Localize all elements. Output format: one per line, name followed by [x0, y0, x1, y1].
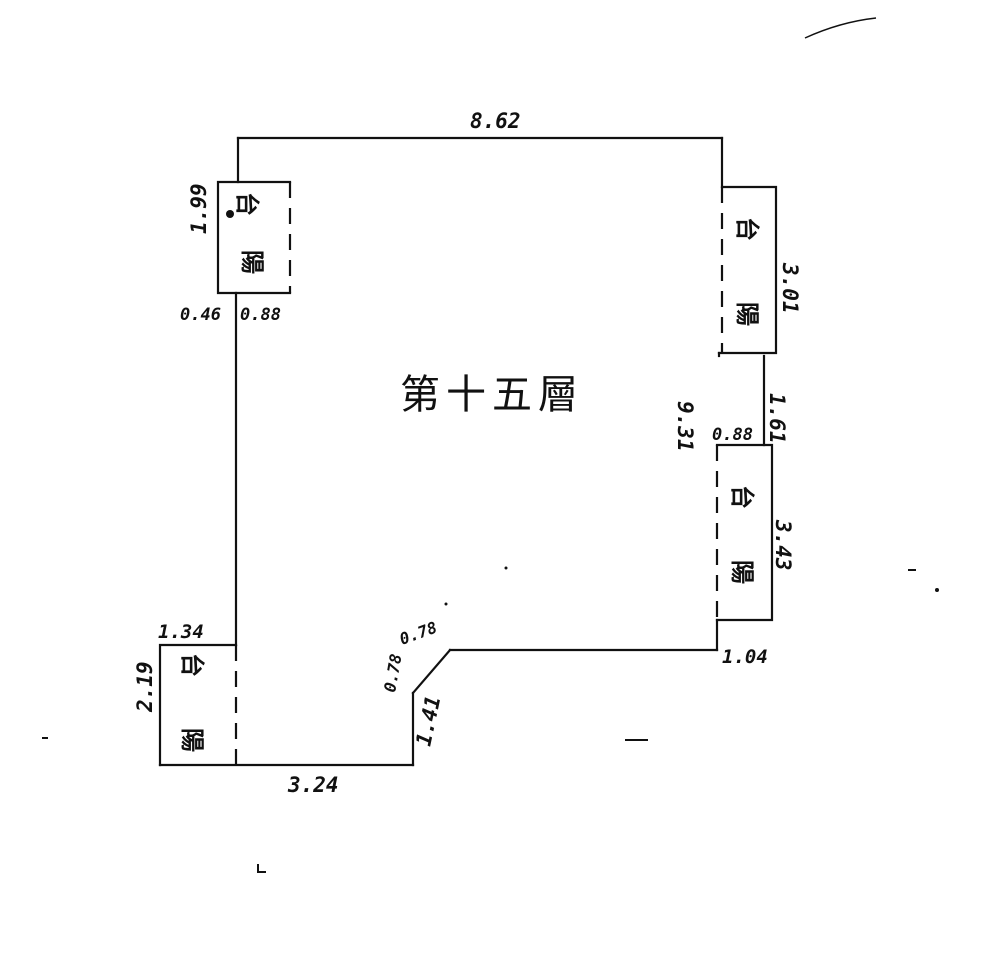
balcony-right-top: 台 陽: [717, 185, 778, 355]
dim-right-offset: 0.88: [712, 425, 753, 445]
dim-left-balcony-b: 0.88: [240, 305, 281, 325]
balcony-label-top: 台: [233, 192, 262, 216]
scan-marks: [42, 17, 939, 873]
balcony-label-bottom: 陽: [733, 302, 762, 326]
balcony-bottom-left: 台 陽: [158, 643, 238, 767]
dim-right-bottom-balcony: 3.43: [771, 519, 795, 571]
dim-bottom-left-top: 1.34: [158, 621, 204, 643]
balcony-label-bottom: 陽: [728, 560, 757, 584]
dim-right-top-balcony: 3.01: [778, 262, 802, 314]
dim-step-vertical: 1.41: [411, 694, 445, 748]
balcony-label-top: 台: [733, 217, 762, 241]
balcony-label-top: 台: [178, 653, 207, 677]
dim-bottom-left-height: 2.19: [133, 661, 157, 713]
dim-top-width: 8.62: [470, 109, 521, 133]
dim-left-balcony-height: 1.99: [187, 183, 211, 234]
balcony-top-left: 台 陽: [216, 180, 292, 295]
dim-bottom-width: 3.24: [287, 773, 339, 797]
dim-right-wall: 9.31: [673, 401, 697, 452]
dim-chamfer-b: 0.78: [397, 618, 440, 649]
dim-chamfer-a: 0.78: [380, 652, 405, 693]
balcony-right-bottom: 台 陽: [715, 443, 774, 622]
dim-left-balcony-a: 0.46: [180, 305, 221, 325]
balcony-label-top: 台: [728, 485, 757, 509]
main-outline: [158, 136, 724, 767]
dim-right-between: 1.61: [765, 393, 789, 444]
balcony-label-bottom: 陽: [178, 728, 207, 752]
balcony-label-bottom: 陽: [238, 250, 267, 274]
floor-title: 第十五層: [400, 372, 584, 418]
dim-right-bottom: 1.04: [722, 646, 768, 668]
